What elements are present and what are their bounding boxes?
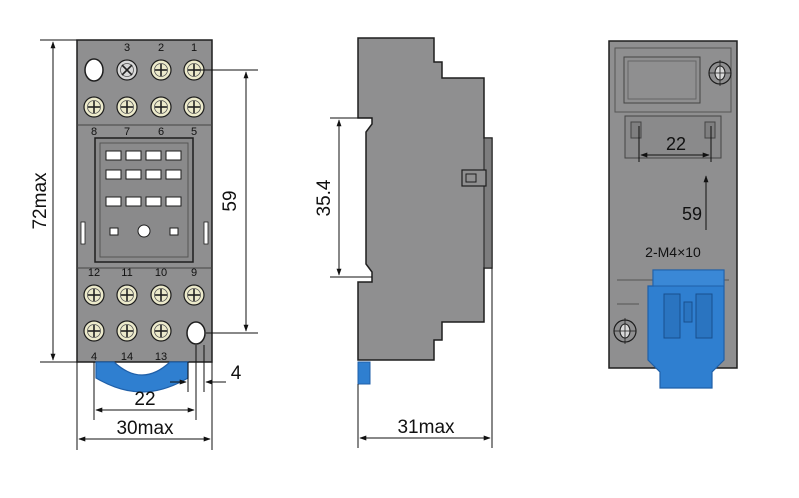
- terminal-label: 10: [155, 267, 167, 279]
- screw-note: 2-M4×10: [645, 244, 701, 260]
- front-din-clip: [95, 361, 189, 393]
- svg-text:59: 59: [682, 204, 702, 224]
- front-mounting-hole-top: [84, 58, 104, 82]
- terminal-label: 13: [155, 351, 167, 363]
- terminal-label: 4: [91, 351, 97, 363]
- terminal-screw: [150, 320, 172, 342]
- dim-clip: 4: [170, 345, 242, 392]
- svg-text:35.4: 35.4: [314, 179, 335, 216]
- svg-text:22: 22: [666, 134, 686, 154]
- terminal-label: 14: [121, 351, 133, 363]
- terminal-screw: [183, 59, 205, 81]
- back-dim-pitch: 59: [682, 175, 709, 230]
- side-socket-body: [357, 37, 493, 361]
- back-mounting-hole-bottom: [613, 318, 637, 344]
- terminal-screw: [83, 284, 105, 306]
- terminal-label: 6: [158, 126, 164, 138]
- terminal-screw: [183, 96, 205, 118]
- terminal-screw: [183, 284, 205, 306]
- svg-text:72max: 72max: [30, 172, 51, 230]
- dim-pitch: 59: [196, 69, 258, 334]
- terminal-screw: [83, 320, 105, 342]
- dim-rail: 35.4: [314, 117, 372, 278]
- terminal-label: 3: [124, 42, 130, 54]
- relay-window: [80, 137, 209, 263]
- terminal-label: 7: [124, 126, 130, 138]
- dim-width: 30max: [76, 362, 213, 450]
- terminal-screw: [116, 59, 138, 81]
- terminal-label: 11: [121, 267, 132, 279]
- terminal-screws: [83, 59, 205, 342]
- svg-text:22: 22: [134, 389, 155, 410]
- back-view: 22 59 2-M4×10: [608, 40, 738, 389]
- svg-text:59: 59: [220, 190, 241, 211]
- side-din-clip: [357, 361, 371, 385]
- terminal-screw: [116, 320, 138, 342]
- back-mounting-hole-top: [708, 60, 732, 86]
- back-din-clip: [647, 269, 725, 389]
- terminal-label: 2: [158, 42, 164, 54]
- terminal-label: 5: [191, 126, 197, 138]
- front-view: 3 2 1 8 7 6 5 12 11 10 9 4 14 13 72max: [30, 39, 258, 450]
- svg-text:30max: 30max: [116, 418, 174, 439]
- terminal-label: 8: [91, 126, 97, 138]
- back-dim-holes: 22: [638, 126, 712, 162]
- terminal-screw: [116, 96, 138, 118]
- terminal-label: 1: [191, 42, 197, 54]
- front-mounting-hole-bottom: [186, 321, 206, 345]
- terminal-screw: [83, 96, 105, 118]
- terminal-label: 9: [191, 267, 197, 279]
- terminal-labels: 3 2 1 8 7 6 5 12 11 10 9 4 14 13: [88, 42, 197, 363]
- side-view: 35.4 31max: [314, 37, 493, 448]
- dim-height: 72max: [30, 39, 77, 363]
- terminal-screw: [116, 284, 138, 306]
- dim-depth: 31max: [357, 268, 493, 448]
- terminal-label: 12: [88, 267, 100, 279]
- terminal-screw: [150, 59, 172, 81]
- dim-holes: 22: [93, 345, 197, 420]
- svg-text:31max: 31max: [397, 417, 455, 438]
- svg-text:4: 4: [231, 363, 242, 384]
- terminal-screw: [150, 284, 172, 306]
- terminal-screw: [150, 96, 172, 118]
